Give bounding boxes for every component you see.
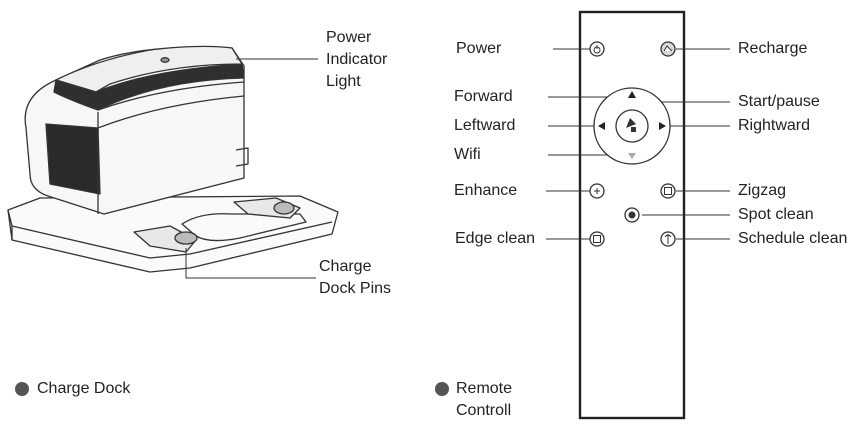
zigzag-button[interactable] xyxy=(660,183,676,199)
enhance-button[interactable] xyxy=(589,183,605,199)
dock-top-band xyxy=(53,63,245,111)
enhance-label: Enhance xyxy=(454,182,518,199)
spot-clean-button[interactable] xyxy=(624,207,640,223)
dock-front-window xyxy=(45,123,101,195)
spot-clean-label: Spot clean xyxy=(738,206,814,223)
remote-buttons xyxy=(589,41,676,247)
charge-dock-illustration xyxy=(7,45,339,273)
edge-clean-label: Edge clean xyxy=(455,230,536,247)
rightward-arrow-icon xyxy=(659,122,666,130)
power-label: Power xyxy=(456,40,502,57)
charge-dock-pins-label: Charge Dock Pins xyxy=(319,258,392,297)
recharge-label: Recharge xyxy=(738,40,808,57)
zigzag-label: Zigzag xyxy=(738,182,787,199)
charge-dock-pins xyxy=(133,197,301,253)
recharge-button[interactable] xyxy=(660,41,676,57)
remote-bullet xyxy=(435,382,449,396)
leftward-label: Leftward xyxy=(454,117,516,134)
charge-dock-caption: Charge Dock xyxy=(37,380,131,397)
edge-clean-button[interactable] xyxy=(589,231,605,247)
direction-pad[interactable] xyxy=(593,87,671,165)
wifi-icon xyxy=(628,153,636,159)
schedule-clean-button[interactable] xyxy=(660,231,676,247)
power-button[interactable] xyxy=(589,41,605,57)
wifi-label: Wifi xyxy=(454,146,481,163)
forward-label: Forward xyxy=(454,88,513,105)
dock-leader-lines xyxy=(185,58,318,279)
charge-dock-bullet xyxy=(15,382,29,396)
start-pause-label: Start/pause xyxy=(738,93,820,110)
remote-caption: Remote Controll xyxy=(456,380,513,419)
forward-arrow-icon xyxy=(628,91,636,98)
schedule-clean-label: Schedule clean xyxy=(738,230,848,247)
leftward-arrow-icon xyxy=(598,122,605,130)
power-indicator-light-label: Power Indicator Light xyxy=(326,29,388,90)
rightward-label: Rightward xyxy=(738,117,811,134)
power-indicator-light xyxy=(160,57,170,63)
